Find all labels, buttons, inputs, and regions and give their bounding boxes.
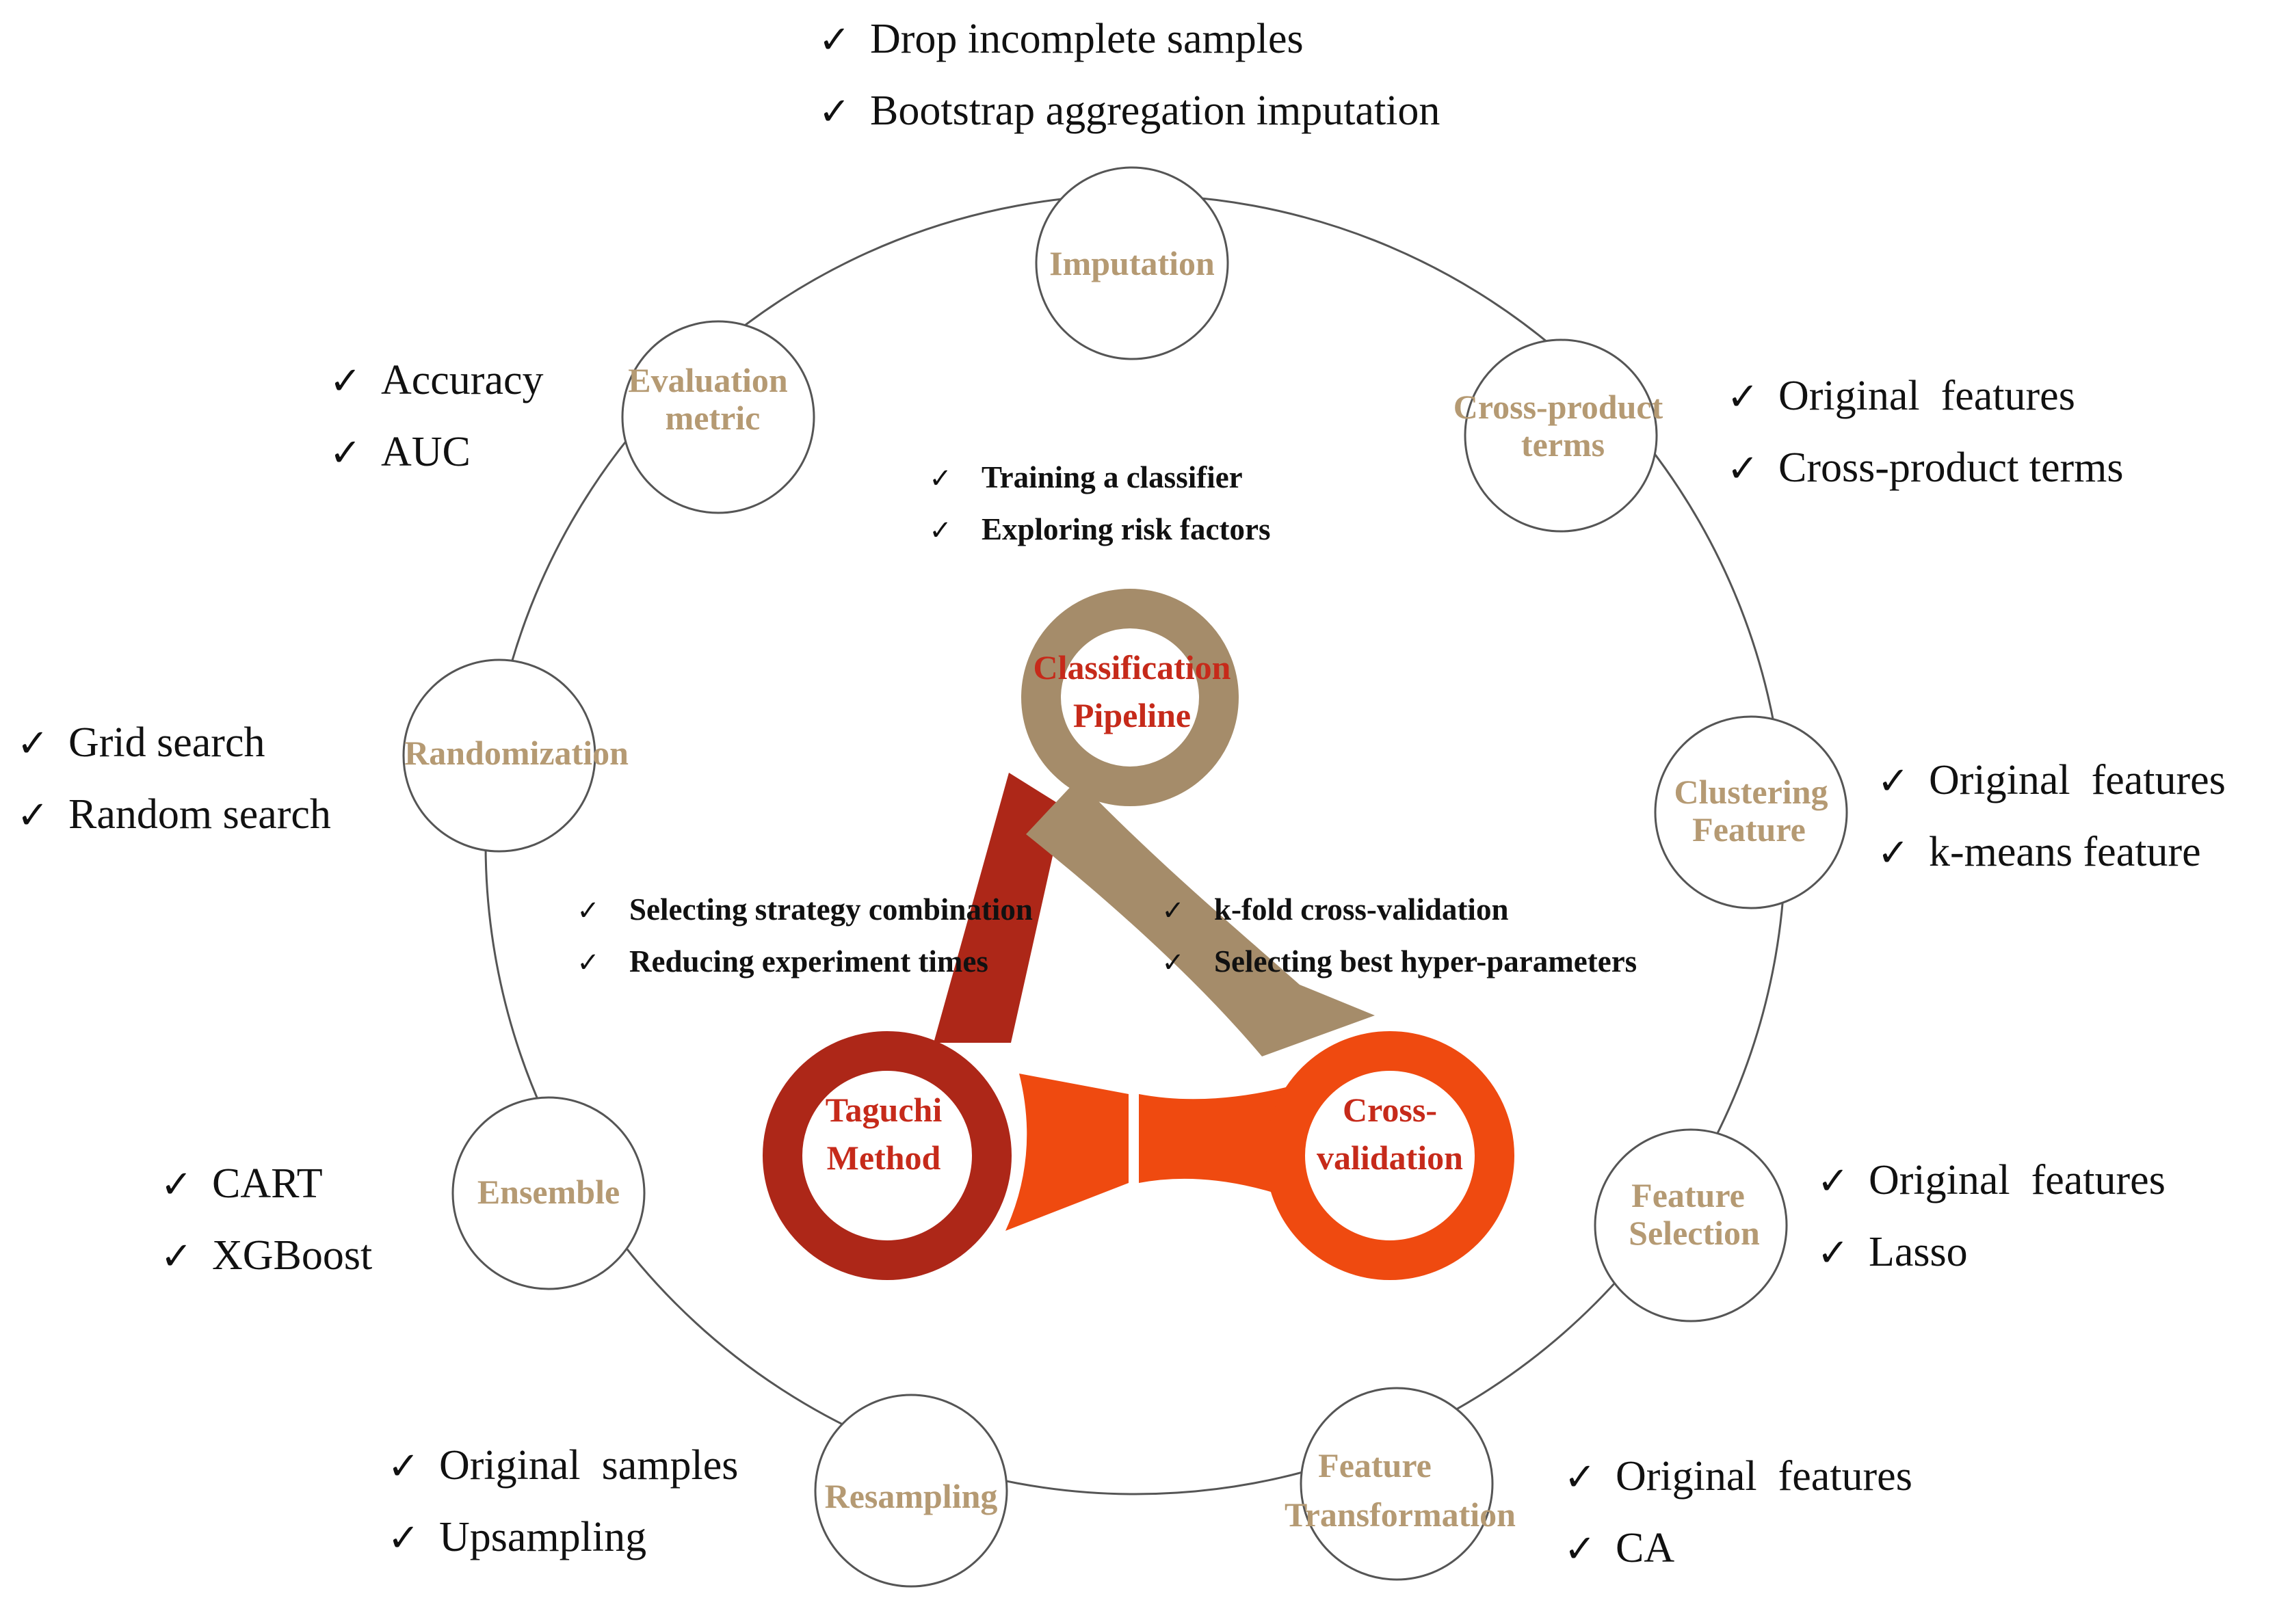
check-icon: ✓ — [387, 1446, 420, 1488]
check-icon: ✓ — [1877, 832, 1910, 875]
list-item: ✓Selecting strategy combination — [575, 884, 1033, 936]
check-icon: ✓ — [1877, 760, 1910, 803]
cross-product-label-2: terms — [1521, 425, 1605, 464]
orange-bridge-left — [1005, 1074, 1129, 1231]
check-icon: ✓ — [387, 1517, 420, 1560]
check-icon: ✓ — [160, 1236, 193, 1278]
clustering-label-2: Feature — [1692, 810, 1806, 849]
transformation-options: ✓Original features ✓CA — [1559, 1441, 1912, 1585]
classification-options: ✓Training a classifier ✓Exploring risk f… — [927, 452, 1271, 556]
check-icon: ✓ — [929, 463, 952, 494]
list-item: ✓Original samples — [383, 1430, 739, 1502]
imputation-options: ✓Drop incomplete samples ✓Bootstrap aggr… — [814, 4, 1440, 148]
list-item: ✓Original features — [1722, 361, 2124, 433]
center-loops — [763, 589, 1514, 1280]
feature-selection-node — [1594, 1128, 1788, 1322]
list-item: ✓XGBoost — [156, 1221, 373, 1292]
cross-validation-ring — [1265, 1031, 1514, 1280]
selection-label-1: Feature — [1631, 1176, 1745, 1214]
evaluation-label-2: metric — [666, 399, 761, 437]
list-item: ✓Original features — [1813, 1145, 2166, 1217]
list-item: ✓Upsampling — [383, 1502, 738, 1574]
check-icon: ✓ — [577, 895, 600, 926]
list-item: ✓Drop incomplete samples — [814, 4, 1440, 76]
cross-validation-label-1: Cross- — [1343, 1091, 1437, 1129]
taguchi-label-2: Method — [827, 1139, 941, 1177]
clustering-options: ✓Original features ✓k-means feature — [1873, 745, 2226, 889]
cross-product-node — [1464, 338, 1658, 533]
evaluation-options: ✓Accuracy ✓AUC — [325, 345, 544, 489]
resampling-node — [814, 1394, 1008, 1588]
check-icon: ✓ — [1726, 448, 1759, 490]
list-item: ✓Accuracy — [325, 345, 544, 417]
check-icon: ✓ — [818, 91, 851, 133]
list-item: ✓Original features — [1559, 1441, 1912, 1513]
cross-product-label-1: Cross-product — [1453, 388, 1663, 426]
classification-label-1: Classification — [1034, 648, 1231, 687]
clustering-node — [1654, 715, 1848, 909]
list-item: ✓Training a classifier — [927, 452, 1271, 504]
taguchi-ring — [763, 1031, 1012, 1280]
randomization-label: Randomization — [404, 734, 629, 772]
list-item: ✓Cross-product terms — [1722, 433, 2124, 505]
list-item: ✓Original features — [1873, 745, 2226, 817]
ring-node-circles — [402, 166, 1848, 1588]
cross-validation-label-2: validation — [1317, 1139, 1463, 1177]
check-icon: ✓ — [16, 723, 49, 765]
evaluation-node — [621, 320, 815, 514]
resampling-label: Resampling — [825, 1477, 998, 1515]
list-item: ✓CA — [1559, 1513, 1912, 1585]
taguchi-options: ✓Selecting strategy combination ✓Reducin… — [575, 884, 1033, 988]
transformation-label-1: Feature — [1318, 1446, 1432, 1485]
list-item: ✓Random search — [12, 780, 331, 851]
check-icon: ✓ — [1817, 1160, 1850, 1203]
list-item: ✓CART — [156, 1149, 372, 1221]
check-icon: ✓ — [329, 360, 362, 403]
cross-validation-options: ✓k-fold cross-validation ✓Selecting best… — [1159, 884, 1637, 988]
transformation-label-2: Transformation — [1285, 1495, 1516, 1534]
classification-ring — [1021, 589, 1239, 806]
cross-product-options: ✓Original features ✓Cross-product terms — [1722, 361, 2124, 505]
classification-label-2: Pipeline — [1073, 696, 1191, 734]
list-item: ✓Lasso — [1813, 1217, 2166, 1289]
check-icon: ✓ — [329, 432, 362, 475]
randomization-node — [402, 658, 596, 853]
check-icon: ✓ — [1161, 947, 1185, 978]
check-icon: ✓ — [160, 1164, 193, 1206]
randomization-options: ✓Grid search ✓Random search — [12, 708, 331, 851]
dark-red-arm — [934, 773, 1064, 1043]
imputation-label: Imputation — [1049, 244, 1215, 282]
list-item: ✓Selecting best hyper-parameters — [1159, 936, 1637, 988]
selection-options: ✓Original features ✓Lasso — [1813, 1145, 2166, 1289]
feature-transformation-node — [1300, 1387, 1494, 1581]
check-icon: ✓ — [929, 515, 952, 546]
check-icon: ✓ — [1726, 376, 1759, 418]
check-icon: ✓ — [577, 947, 600, 978]
ensemble-label: Ensemble — [477, 1173, 620, 1211]
resampling-options: ✓Original samples ✓Upsampling — [383, 1430, 739, 1574]
list-item: ✓Grid search — [12, 708, 331, 780]
clustering-label-1: Clustering — [1674, 773, 1828, 811]
orange-bridge-right — [1139, 1084, 1300, 1200]
check-icon: ✓ — [1817, 1232, 1850, 1275]
list-item: ✓k-fold cross-validation — [1159, 884, 1637, 936]
check-icon: ✓ — [16, 795, 49, 837]
evaluation-label-1: Evaluation — [628, 361, 788, 399]
list-item: ✓Reducing experiment times — [575, 936, 1033, 988]
check-icon: ✓ — [1564, 1528, 1596, 1571]
taguchi-label-1: Taguchi — [826, 1091, 943, 1129]
list-item: ✓k-means feature — [1873, 817, 2226, 889]
tan-arm — [1026, 780, 1375, 1056]
imputation-node — [1035, 166, 1229, 360]
check-icon: ✓ — [1161, 895, 1185, 926]
ensemble-node — [451, 1096, 646, 1290]
list-item: ✓AUC — [325, 417, 544, 489]
selection-label-2: Selection — [1629, 1214, 1760, 1252]
check-icon: ✓ — [818, 19, 851, 62]
check-icon: ✓ — [1564, 1456, 1596, 1499]
list-item: ✓Bootstrap aggregation imputation — [814, 76, 1440, 148]
ensemble-options: ✓CART ✓XGBoost — [156, 1149, 373, 1292]
list-item: ✓Exploring risk factors — [927, 504, 1270, 556]
